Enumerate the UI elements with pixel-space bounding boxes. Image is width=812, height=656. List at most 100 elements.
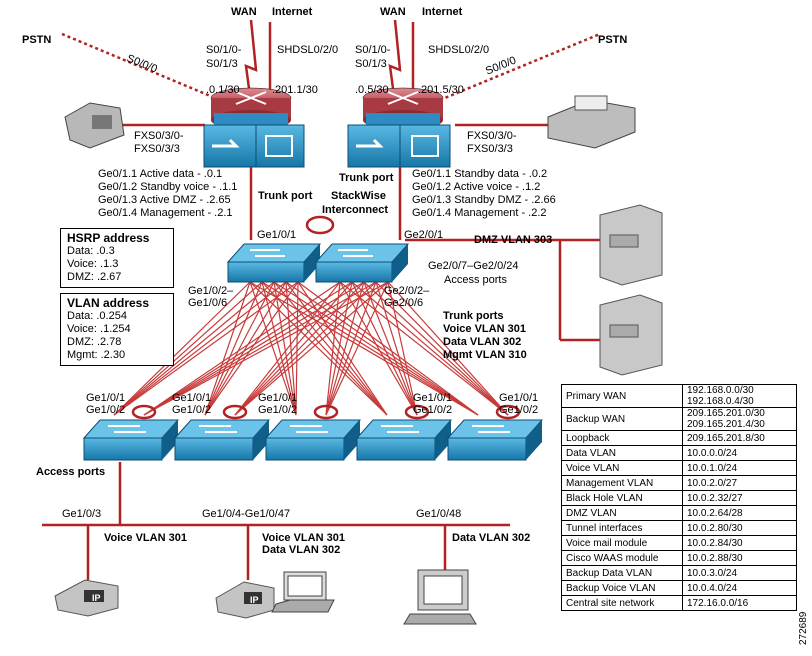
trunk-line — [325, 281, 365, 416]
trunk-port-right-label: Trunk port — [339, 172, 394, 184]
address-key: Data VLAN — [561, 445, 683, 461]
core-switch-2[interactable] — [314, 243, 410, 283]
address-value-line: 209.165.201.4/30 — [687, 419, 765, 430]
address-key: DMZ VLAN — [561, 505, 683, 521]
access-port-label: Ge1/0/2 — [413, 404, 453, 416]
dmz-vlan-label: DMZ VLAN 303 — [474, 234, 553, 246]
desktop-pc[interactable] — [403, 569, 477, 625]
ge101-core-label: Ge1/0/1 — [257, 229, 297, 241]
trunk-mesh — [113, 281, 509, 416]
dmz-server-2[interactable] — [599, 294, 663, 376]
ip-phone-1[interactable] — [54, 579, 119, 617]
address-value-line: 10.0.2.32/27 — [687, 492, 743, 504]
router-left[interactable] — [203, 87, 305, 168]
trunk-line — [297, 281, 479, 416]
ge103-label: Ge1/0/3 — [62, 508, 102, 520]
trunk-line — [234, 281, 341, 416]
trunk-line — [285, 281, 479, 416]
trunk-line — [285, 281, 297, 416]
address-key: Black Hole VLAN — [561, 490, 683, 506]
pstn-left-link — [61, 32, 221, 102]
access-switch[interactable] — [173, 419, 271, 461]
right-down-2: Ge2/0/6 — [384, 297, 424, 309]
router-right[interactable] — [347, 87, 451, 168]
address-value: 10.0.0.0/24 — [682, 445, 797, 461]
trunk-line — [363, 281, 418, 416]
stackwise-ring — [305, 215, 335, 235]
trunk-line — [204, 281, 263, 416]
trunk-line — [273, 281, 479, 416]
fax-machine[interactable] — [547, 95, 636, 149]
subif-line: Ge0/1.1 Active data - .0.1 — [98, 168, 223, 180]
address-value: 10.0.3.0/24 — [682, 565, 797, 581]
wan-right-label: WAN — [380, 6, 406, 18]
data-vlan-302b-label: Data VLAN 302 — [262, 544, 341, 556]
hsrp-title: HSRP address — [67, 231, 150, 245]
trunk-line — [234, 281, 389, 416]
trunk-line — [273, 281, 297, 416]
address-value-line: 10.0.4.0/24 — [687, 582, 738, 594]
access-switch[interactable] — [82, 419, 180, 461]
wan-left-label: WAN — [231, 6, 257, 18]
access-switch[interactable] — [264, 419, 362, 461]
access-ports-label: Access ports — [36, 466, 106, 478]
right-router-subifs: Ge0/1.1 Standby data - .0.2 Ge0/1.2 Acti… — [412, 168, 556, 220]
subif-line: Ge0/1.4 Management - .2.2 — [412, 207, 547, 219]
s010-right-label: S0/1/0- — [355, 44, 391, 56]
access-port-label: Ge1/0/1 — [258, 392, 298, 404]
trunk-line — [297, 281, 388, 416]
address-key: Backup WAN — [561, 407, 683, 431]
etherchannel-ring — [222, 404, 248, 420]
trunk-port-left-label: Trunk port — [258, 190, 313, 202]
trunk-line — [113, 281, 275, 416]
trunk-line — [375, 281, 418, 416]
shdsl-right-label: SHDSL0/2/0 — [428, 44, 490, 56]
access-switch[interactable] — [446, 419, 544, 461]
address-value-line: 10.0.2.80/30 — [687, 522, 743, 534]
subif-line: Ge0/1.2 Standby voice - .1.1 — [98, 181, 238, 193]
trunk-line — [285, 281, 388, 416]
core-switch-1[interactable] — [226, 243, 322, 283]
access-port-label: Ge1/0/1 — [499, 392, 539, 404]
address-value-line: 10.0.2.0/27 — [687, 477, 738, 489]
trunk-ports-label: Trunk ports — [443, 310, 504, 322]
ip-05-label: .0.5/30 — [355, 84, 389, 96]
address-value-line: 10.0.2.88/30 — [687, 552, 743, 564]
ip-phone-2[interactable] — [215, 581, 275, 619]
ip-phone-1-badge: IP — [92, 593, 101, 603]
trunk-line — [234, 281, 377, 416]
address-key: Management VLAN — [561, 475, 683, 491]
shdsl-left-label: SHDSL0/2/0 — [277, 44, 339, 56]
fxs-left-1: FXS0/3/0- — [134, 130, 184, 142]
pstn-right-label: PSTN — [598, 34, 628, 46]
address-key: Voice VLAN — [561, 460, 683, 476]
address-value-line: 192.168.0.4/30 — [687, 396, 754, 407]
s010-left-label: S0/1/0- — [206, 44, 242, 56]
access-switch[interactable] — [355, 419, 453, 461]
left-phone[interactable] — [64, 102, 125, 149]
ip-phone-2-badge: IP — [250, 595, 259, 605]
trunk-line — [113, 281, 287, 416]
data-vlan-label: Data VLAN 302 — [443, 336, 522, 348]
address-value: 10.0.4.0/24 — [682, 580, 797, 596]
laptop[interactable] — [271, 571, 335, 613]
trunk-line — [113, 281, 251, 416]
etherchannel-ring — [495, 404, 521, 420]
internet-left-label: Internet — [272, 6, 313, 18]
vlan-line: DMZ: .2.78 — [67, 336, 122, 348]
left-down-1: Ge1/0/2– — [188, 285, 234, 297]
trunk-line — [387, 281, 418, 416]
ip-2011-label: .201.1/30 — [272, 84, 318, 96]
voice-vlan-301b-label: Voice VLAN 301 — [262, 532, 345, 544]
wan-right-link — [388, 19, 402, 97]
trunk-line — [325, 281, 389, 416]
dmz-server-1[interactable] — [599, 204, 663, 286]
address-row: Black Hole VLAN 10.0.2.32/27 — [561, 490, 797, 506]
